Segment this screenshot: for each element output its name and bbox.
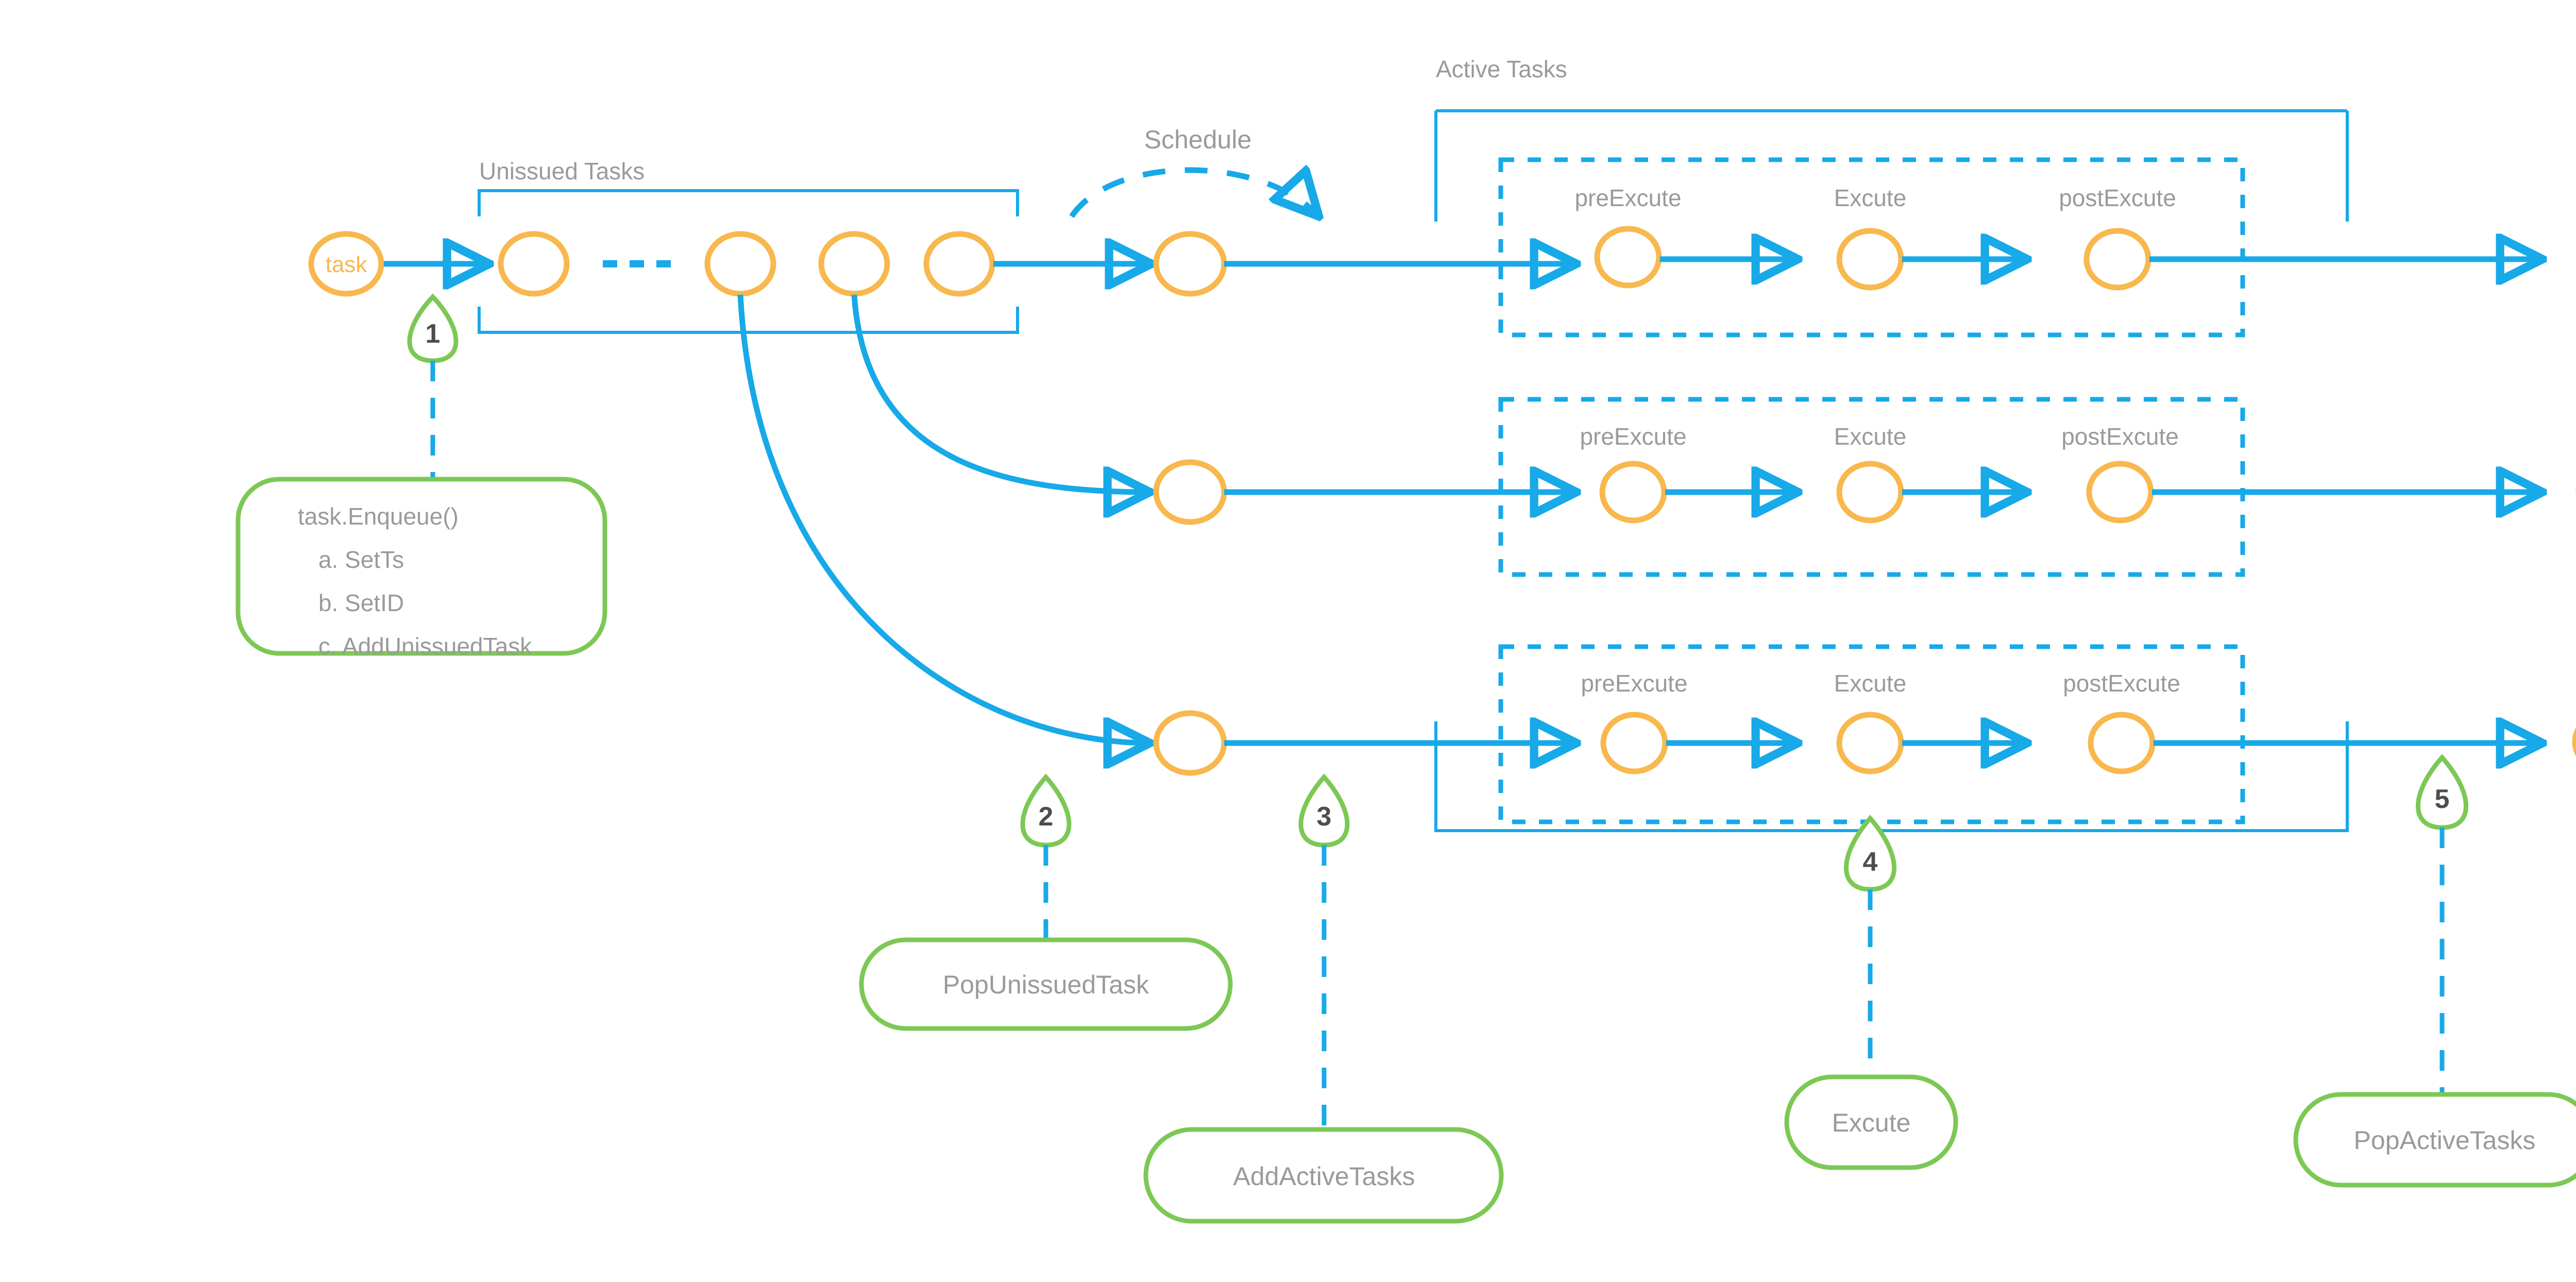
row1-post-circle (2083, 228, 2151, 291)
row2-post-circle (2086, 461, 2154, 524)
active-tasks-label: Active Tasks (1436, 56, 1567, 82)
schedule-label: Schedule (1144, 125, 1252, 154)
row3-exec-label: Excute (1834, 670, 1907, 697)
callout-excute-label: Excute (1832, 1108, 1911, 1137)
unissued-circle-2 (704, 231, 776, 297)
pin-4-number: 4 (1863, 847, 1878, 877)
callout-pop-unissued-label: PopUnissuedTask (943, 970, 1149, 999)
row3-post-circle (2088, 712, 2156, 774)
callout-enqueue-item-a: a. SetTs (318, 546, 404, 573)
unissued-circle-4 (923, 231, 995, 297)
pin-1-number: 1 (426, 319, 440, 349)
row3-exec-circle (1836, 712, 1904, 774)
callout-add-active-box (1143, 1127, 1504, 1224)
row2-stage-box (1498, 397, 2245, 577)
ellipsis-dots-icon (603, 260, 671, 267)
row3-pre-circle (1600, 712, 1668, 774)
row2-pre-circle (1599, 461, 1667, 524)
row1-pre-circle (1594, 226, 1662, 289)
unissued-circle-1 (498, 231, 570, 297)
unissued-task-circles (498, 231, 995, 297)
pin-5-number: 5 (2435, 784, 2450, 814)
row1-entry-circle (1153, 231, 1227, 297)
callout-enqueue-item-c: c. AddUnissuedTask (318, 633, 532, 660)
row2-exec-circle (1836, 461, 1904, 524)
callout-enqueue-item-b: b. SetID (318, 589, 404, 616)
curve-to-row2 (851, 294, 1150, 492)
row1-pre-label: preExcute (1574, 184, 1681, 211)
callout-enqueue-box (235, 477, 607, 656)
row2-entry-circle (1153, 459, 1227, 525)
unissued-tasks-bracket (478, 189, 1019, 334)
callout-pop-active-label: PopActiveTasks (2354, 1126, 2536, 1155)
source-task-node (308, 231, 384, 297)
row2-exec-label: Excute (1834, 423, 1907, 450)
row1-exec-circle (1836, 228, 1904, 291)
unissued-tasks-label: Unissued Tasks (479, 158, 645, 184)
row3-pre-label: preExcute (1581, 670, 1687, 697)
callout-add-active-label: AddActiveTasks (1233, 1162, 1415, 1191)
callout-excute-box (1784, 1074, 1958, 1170)
curve-to-row3 (737, 294, 1150, 743)
row2-pre-label: preExcute (1580, 423, 1686, 450)
active-tasks-bracket (1434, 109, 2349, 832)
row1-stage-box (1498, 157, 2245, 338)
row3-entry-circle (1153, 710, 1227, 776)
row3-post-label: postExcute (2063, 670, 2180, 697)
callout-enqueue-title: task.Enqueue() (298, 503, 459, 530)
schedule-dashed-arrow (1069, 170, 1319, 216)
callout-pop-unissued-box (859, 937, 1233, 1031)
row1-exec-label: Excute (1834, 184, 1907, 211)
pin-2-number: 2 (1039, 802, 1054, 832)
pin-3-number: 3 (1317, 802, 1332, 832)
source-task-label: task (326, 252, 368, 277)
row2-post-label: postExcute (2061, 423, 2179, 450)
unissued-circle-3 (818, 231, 890, 297)
row1-post-label: postExcute (2059, 184, 2176, 211)
callout-pop-active-box (2293, 1092, 2576, 1188)
